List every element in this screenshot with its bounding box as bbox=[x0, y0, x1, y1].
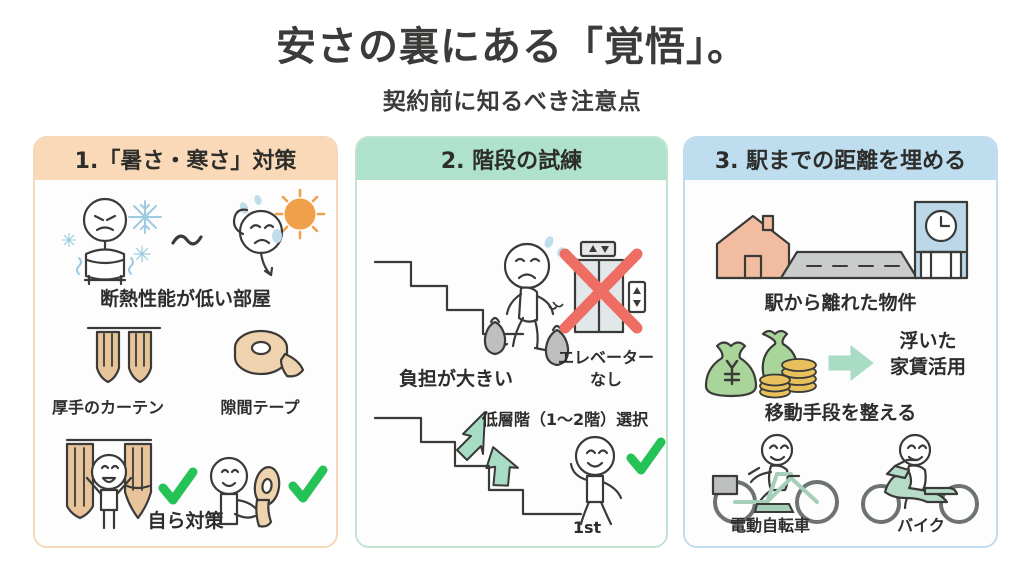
panel-1-header: 1.「暑さ・寒さ」対策 bbox=[35, 138, 336, 180]
person-with-tape-icon bbox=[209, 456, 328, 528]
sweating-person-icon bbox=[232, 188, 326, 277]
panel-3-body: 駅から離れた物件 浮いた 家賃活用 移動手段を整える bbox=[685, 180, 996, 546]
panel-3-item-left-caption: 電動自転車 bbox=[729, 516, 810, 535]
panel-2-elevator-caption-line2: なし bbox=[589, 370, 622, 389]
check-icon bbox=[288, 465, 328, 503]
panel-stairs: 2. 階段の試練 bbox=[355, 136, 668, 548]
panel-2-elevator-caption-line1: エレベーター bbox=[557, 348, 654, 367]
panel-1-item-left-caption: 厚手のカーテン bbox=[51, 398, 164, 417]
curtain-icon bbox=[86, 326, 162, 384]
road-icon bbox=[779, 250, 919, 280]
panel-2-body: エレベーター なし 負担が大きい 低層階（1〜2階）選択 bbox=[357, 180, 666, 546]
snowflake-icon bbox=[61, 200, 162, 263]
panel-3-item-right-caption: バイク bbox=[897, 516, 945, 535]
house-road-station-group bbox=[715, 200, 969, 280]
panel-heat-cold: 1.「暑さ・寒さ」対策 bbox=[33, 136, 338, 548]
panel-3-benefit-line1: 浮いた bbox=[899, 330, 957, 352]
right-arrow-icon bbox=[828, 344, 874, 382]
page-title: 安さの裏にある「覚悟」。 bbox=[276, 24, 748, 70]
house-icon bbox=[715, 214, 791, 280]
coin-stack-icon bbox=[759, 358, 817, 399]
shivering-person-icon bbox=[61, 197, 162, 286]
tape-roll-icon bbox=[233, 329, 305, 378]
happy-person-icon bbox=[569, 435, 666, 526]
panel-2-floor-caption: 1st bbox=[572, 518, 602, 537]
scooter-icon bbox=[861, 433, 979, 524]
panel-1-problem-caption: 断熱性能が低い部屋 bbox=[99, 288, 271, 310]
page-subtitle: 契約前に知るべき注意点 bbox=[382, 89, 642, 115]
title-block: 安さの裏にある「覚悟」。 契約前に知るべき注意点 bbox=[0, 24, 1024, 116]
person-carrying-bags-icon bbox=[483, 236, 570, 367]
check-icon bbox=[626, 437, 666, 475]
money-bag-icon bbox=[704, 329, 874, 399]
sun-icon bbox=[274, 188, 326, 240]
panel-3-problem-caption: 駅から離れた物件 bbox=[764, 292, 917, 314]
station-clock-icon bbox=[913, 200, 969, 280]
descending-stairs-icon bbox=[373, 416, 583, 516]
panel-2-header: 2. 階段の試練 bbox=[357, 138, 666, 180]
stairs-icon bbox=[373, 260, 525, 336]
panel-2-solution-caption: 低層階（1〜2階）選択 bbox=[481, 410, 649, 429]
panel-1-body: 断熱性能が低い部屋 厚手のカーテン 隙間テープ bbox=[35, 180, 336, 546]
panel-3-header: 3. 駅までの距離を埋める bbox=[685, 138, 996, 180]
panel-1-item-right-caption: 隙間テープ bbox=[220, 398, 300, 417]
check-icon bbox=[158, 467, 198, 505]
person-with-curtain-icon bbox=[65, 438, 198, 530]
panel-station-distance: 3. 駅までの距離を埋める bbox=[683, 136, 998, 548]
elevator-icon bbox=[559, 240, 647, 334]
panel-1-solution-caption: 自ら対策 bbox=[147, 510, 224, 532]
electric-bicycle-icon bbox=[711, 433, 839, 524]
panel-3-benefit-line2: 家賃活用 bbox=[889, 356, 966, 378]
panel-2-burden-caption: 負担が大きい bbox=[398, 368, 513, 390]
arrow-down-left-icon bbox=[456, 411, 519, 487]
tilde-icon bbox=[171, 234, 203, 246]
panel-3-solution-caption: 移動手段を整える bbox=[764, 402, 917, 424]
